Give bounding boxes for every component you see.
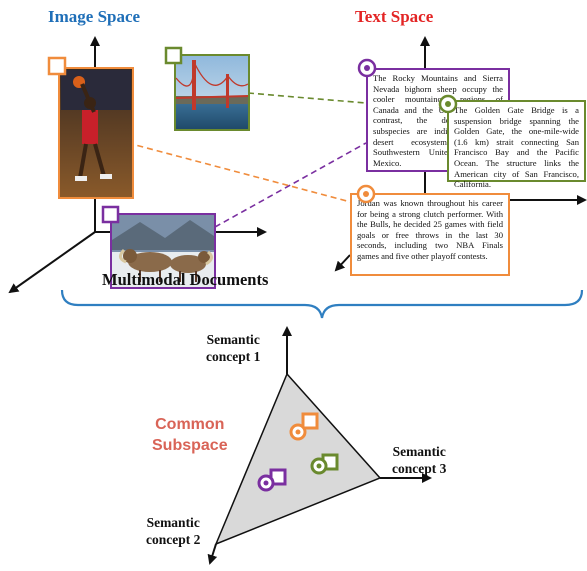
square-marker-icon [301,412,319,430]
concept1-line2: concept 1 [206,349,261,364]
text-axis-diagonal [334,254,351,272]
jordan-text-document: Jordan was known throughout his career f… [350,193,510,276]
square-marker-icon [101,205,120,224]
grouping-brace [60,289,584,319]
semantic-concept-1-label: Semantic concept 1 [206,331,260,365]
purple-link [214,142,367,228]
text-space-title: Text Space [355,7,434,26]
subspace-axes [207,326,432,565]
subspace-triangle [214,372,382,546]
golden-gate-bridge-photo [174,54,250,131]
orange-pair [289,412,319,441]
semantic-concept-2-label: Semantic concept 2 [146,514,200,548]
basketball-player-photo [58,67,134,199]
image-space-title: Image Space [48,7,141,26]
green-link [247,92,449,111]
image-axis-diagonal [8,231,96,294]
bighorn-sheep-photo [110,213,216,289]
image-markers [47,46,183,224]
multimodal-documents-label: Multimodal Documents [102,270,269,289]
green-pair [310,453,339,475]
concept2-line1: Semantic [146,515,200,530]
concept3-line1: Semantic [392,444,446,459]
square-marker-icon [47,56,67,76]
common-subspace-line2: Subspace [152,437,228,454]
purple-pair [257,468,287,492]
semantic-concept-3-label: Semantic concept 3 [392,443,446,477]
concept1-line1: Semantic [206,332,260,347]
common-subspace-label: Common Subspace [152,414,228,456]
concept3-line2: concept 3 [392,461,447,476]
concept2-line2: concept 2 [146,532,201,547]
square-marker-icon [164,46,183,65]
common-subspace-line1: Common [155,416,225,433]
bridge-text-document: The Golden Gate Bridge is a suspension b… [447,100,586,189]
